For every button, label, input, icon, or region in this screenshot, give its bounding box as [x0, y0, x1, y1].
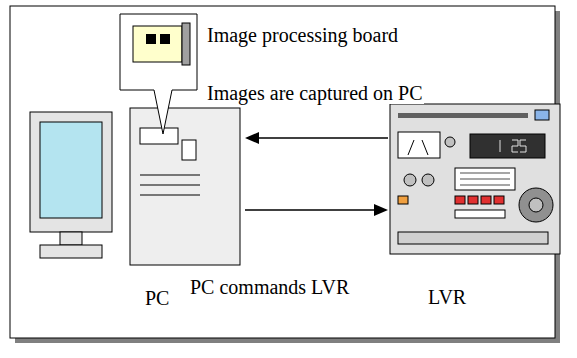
edge-label: PC commands LVR	[188, 276, 351, 298]
tower-illustration	[130, 108, 240, 265]
lvr-illustration	[390, 104, 560, 254]
edge-label: Images are captured on PC	[205, 82, 424, 104]
connector-group	[245, 132, 388, 216]
signal-arrow	[245, 132, 388, 144]
frame	[10, 6, 555, 338]
device-label: PC	[143, 287, 171, 309]
monitor-illustration	[30, 112, 112, 258]
callout-bubble	[120, 14, 197, 134]
device-label: LVR	[426, 286, 468, 308]
signal-arrow	[245, 204, 388, 216]
device-node: LVR	[388, 100, 560, 315]
part-label: Image processing board	[205, 24, 400, 46]
